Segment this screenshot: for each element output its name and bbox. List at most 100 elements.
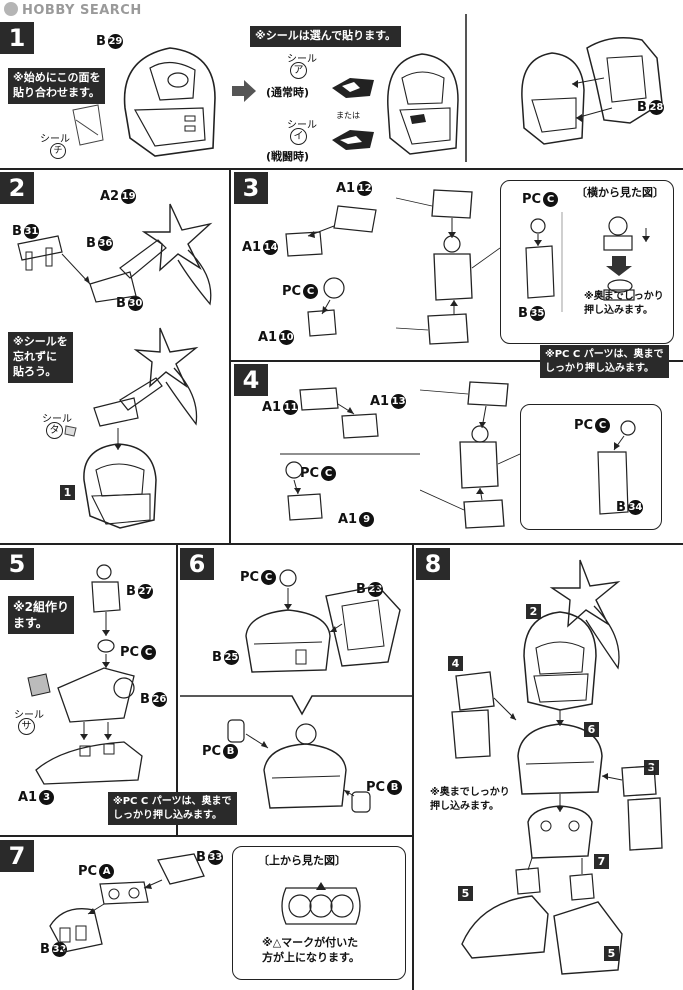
label-battle: (戦闘時)	[266, 150, 310, 163]
helmet-assembly-drawing	[521, 37, 663, 145]
step4-detail-drawing	[597, 420, 636, 515]
watermark-text: HOBBY SEARCH	[22, 3, 142, 18]
step8-final-assembly-drawing	[451, 559, 663, 975]
arrow-right-icon	[232, 80, 256, 102]
step-number-4: 4	[234, 364, 268, 396]
label-or: または	[336, 111, 360, 120]
step-number-2: 2	[0, 172, 34, 204]
step3-parts-drawing	[285, 205, 377, 337]
note-pc-c-step5: ※PC C パーツは、奥まで しっかり押し込みます。	[108, 792, 237, 825]
note-seal-dont-forget: ※シールを 忘れずに 貼ろう。	[8, 332, 73, 383]
label-top-view: 〔上から見た図〕	[258, 854, 346, 867]
step-number-7: 7	[0, 840, 34, 872]
divider-row3	[0, 543, 683, 545]
ref-step-6: 6	[584, 722, 599, 737]
step4-parts-drawing	[280, 387, 420, 521]
divider-step1-inner	[465, 14, 467, 162]
step3-detail-frame	[500, 180, 674, 344]
helmet-drawing-1b	[387, 53, 459, 155]
ref-step-7: 7	[594, 854, 609, 869]
ref-step-3: 3	[644, 760, 659, 775]
divider-step7	[0, 835, 413, 837]
ref-step-5b: 5	[604, 946, 619, 961]
step-number-8: 8	[416, 548, 450, 580]
seal-chi-badge: チ	[50, 143, 66, 159]
step3-detail-drawing	[525, 212, 650, 312]
seal-a-badge: ア	[290, 62, 307, 79]
divider-step6-8	[412, 543, 414, 990]
note-seal-choose: ※シールは選んで貼ります。	[250, 26, 402, 47]
label-normal: (通常時)	[266, 86, 310, 99]
ref-step-5a: 5	[458, 886, 473, 901]
step7-top-view-drawing	[281, 882, 361, 925]
step6-bottom-drawing	[227, 719, 371, 813]
divider-step3-4	[229, 360, 683, 362]
ref-step-1: 1	[60, 485, 75, 500]
step6-top-drawing	[245, 569, 401, 673]
seal-chi-shape	[72, 104, 104, 146]
watermark-logo-icon	[4, 2, 18, 16]
divider-col-step2	[229, 168, 231, 543]
step-number-5: 5	[0, 548, 34, 580]
step-number-6: 6	[180, 548, 214, 580]
step5-assembly-drawing	[27, 564, 143, 785]
note-first-face: ※始めにこの面を 貼り合わせます。	[8, 68, 106, 104]
note-two-sets: ※2組作り ます。	[8, 596, 75, 635]
step-number-1: 1	[0, 22, 34, 54]
ref-step-2: 2	[526, 604, 541, 619]
note-push-in-8: ※奥までしっかり 押し込みます。	[430, 787, 510, 812]
step3-assembly-drawing	[396, 189, 500, 345]
step7-parts-drawing	[49, 853, 205, 953]
divider-row1	[0, 168, 683, 170]
step2-parts-drawing	[17, 203, 213, 306]
seal-ta-shape	[64, 425, 77, 437]
helmet-drawing-1	[123, 47, 216, 157]
step2-assembly-drawing	[83, 327, 199, 529]
eye-seal-battle	[332, 130, 374, 150]
divider-step5-6	[176, 543, 178, 835]
note-mark-up: ※△マークが付いた 方が上になります。	[262, 936, 360, 964]
note-pc-c-step3: ※PC C パーツは、奥まで しっかり押し込みます。	[540, 345, 669, 378]
eye-seal-normal	[332, 78, 374, 98]
seal-sa-badge: サ	[18, 718, 35, 735]
seal-i-badge: イ	[290, 128, 307, 145]
seal-label-a: シール	[287, 54, 317, 65]
seal-label-chi: シール	[40, 134, 70, 145]
note-push-in-3: ※奥までしっかり 押し込みます。	[584, 291, 664, 316]
step4-assembly-drawing	[420, 381, 520, 529]
seal-label-i: シール	[287, 120, 317, 131]
seal-label-sa: シール	[14, 710, 44, 721]
ref-step-4: 4	[448, 656, 463, 671]
label-side-view: 〔横から見た図〕	[576, 186, 664, 199]
seal-label-ta: シール	[42, 414, 72, 425]
step-number-3: 3	[234, 172, 268, 204]
